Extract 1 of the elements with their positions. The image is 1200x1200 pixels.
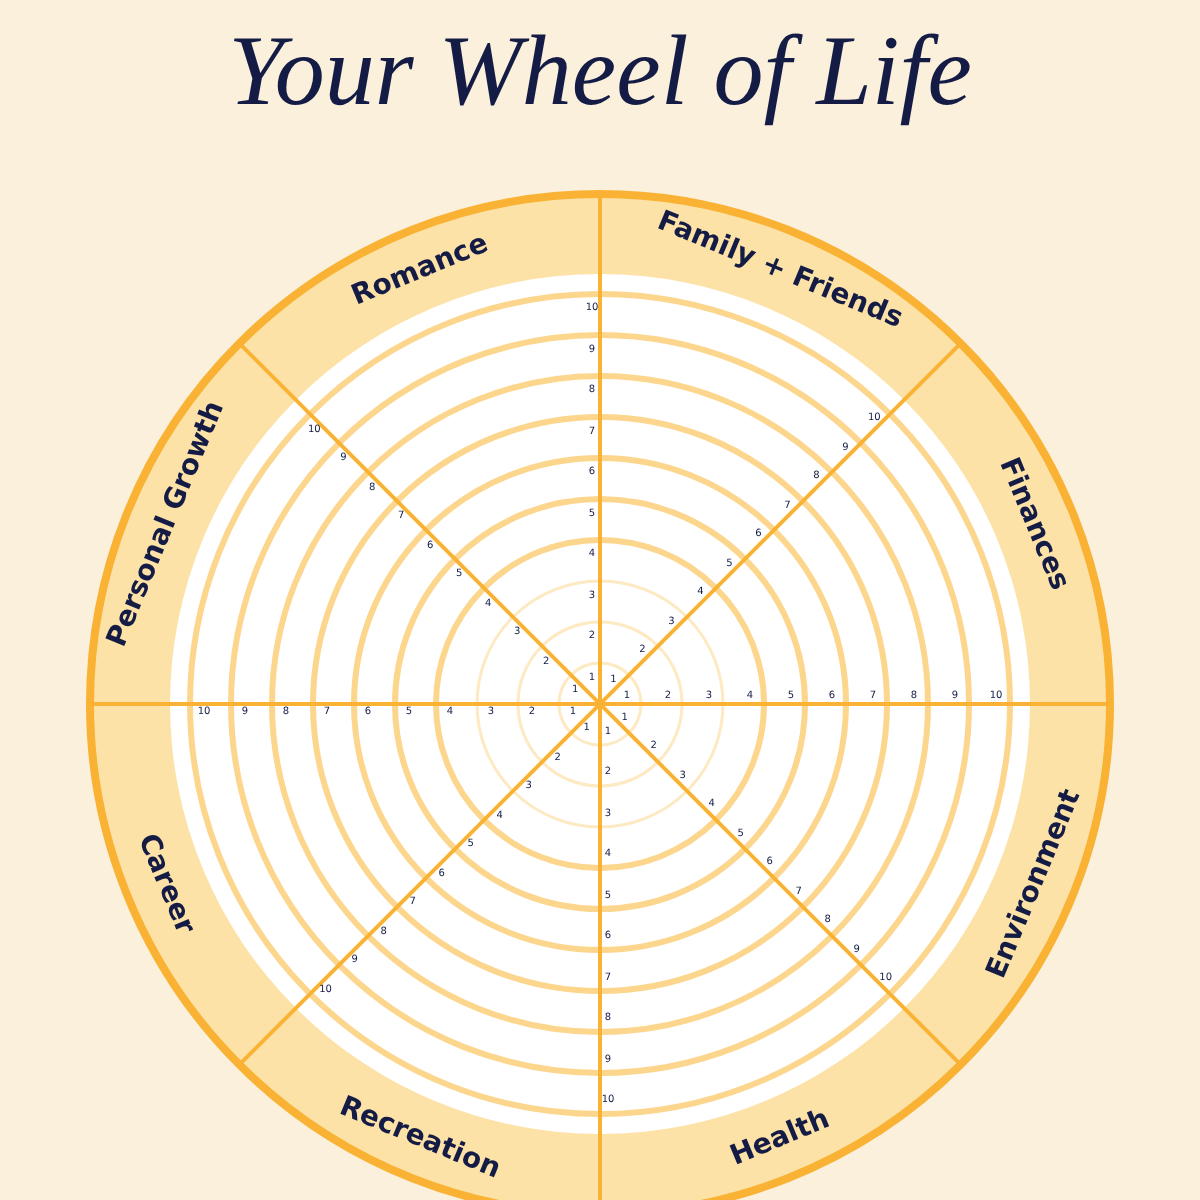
title: Your Wheel of Life [226,12,974,130]
